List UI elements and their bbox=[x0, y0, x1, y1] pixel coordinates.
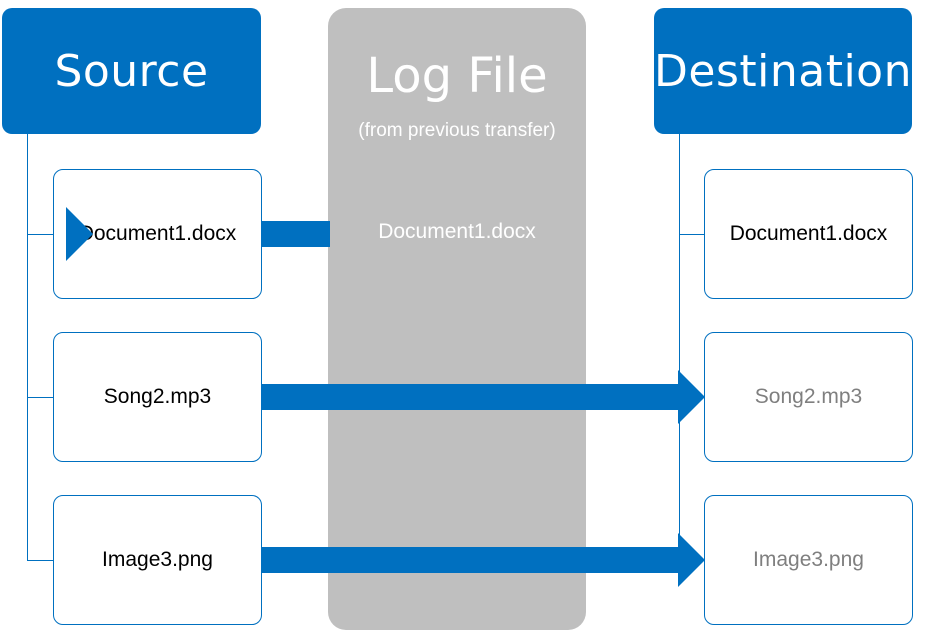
source-header: Source bbox=[2, 8, 261, 134]
destination-file-name: Song2.mp3 bbox=[754, 385, 863, 408]
destination-file-box: Document1.docx bbox=[704, 169, 913, 299]
arrow-head-icon bbox=[678, 370, 705, 424]
destination-title: Destination bbox=[654, 45, 912, 97]
source-file-name: Image3.png bbox=[102, 548, 213, 571]
log-file-subtitle: (from previous transfer) bbox=[358, 120, 556, 141]
source-branch-line bbox=[27, 234, 53, 235]
destination-file-box: Song2.mp3 bbox=[704, 332, 913, 462]
source-file-box: Image3.png bbox=[53, 495, 262, 625]
log-file-title: Log File bbox=[366, 48, 548, 104]
destination-file-name: Image3.png bbox=[753, 548, 864, 571]
source-file-name: Song2.mp3 bbox=[103, 385, 212, 408]
source-tree-line bbox=[27, 134, 28, 561]
arrow-shaft bbox=[262, 547, 680, 573]
source-file-name: Document1.docx bbox=[78, 222, 237, 245]
arrow-head-icon bbox=[66, 207, 93, 261]
arrow-shaft bbox=[262, 384, 680, 410]
destination-header: Destination bbox=[654, 8, 912, 134]
arrow-shaft bbox=[262, 221, 330, 247]
source-branch-line bbox=[27, 560, 53, 561]
destination-file-box: Image3.png bbox=[704, 495, 913, 625]
log-file-column: Log File (from previous transfer) Docume… bbox=[328, 8, 586, 630]
log-file-entry: Document1.docx bbox=[378, 220, 536, 243]
source-file-box: Song2.mp3 bbox=[53, 332, 262, 462]
destination-tree-line bbox=[679, 134, 680, 561]
source-title: Source bbox=[54, 45, 209, 97]
destination-branch-line bbox=[679, 234, 704, 235]
arrow-head-icon bbox=[678, 533, 705, 587]
source-branch-line bbox=[27, 397, 53, 398]
destination-file-name: Document1.docx bbox=[729, 222, 888, 245]
